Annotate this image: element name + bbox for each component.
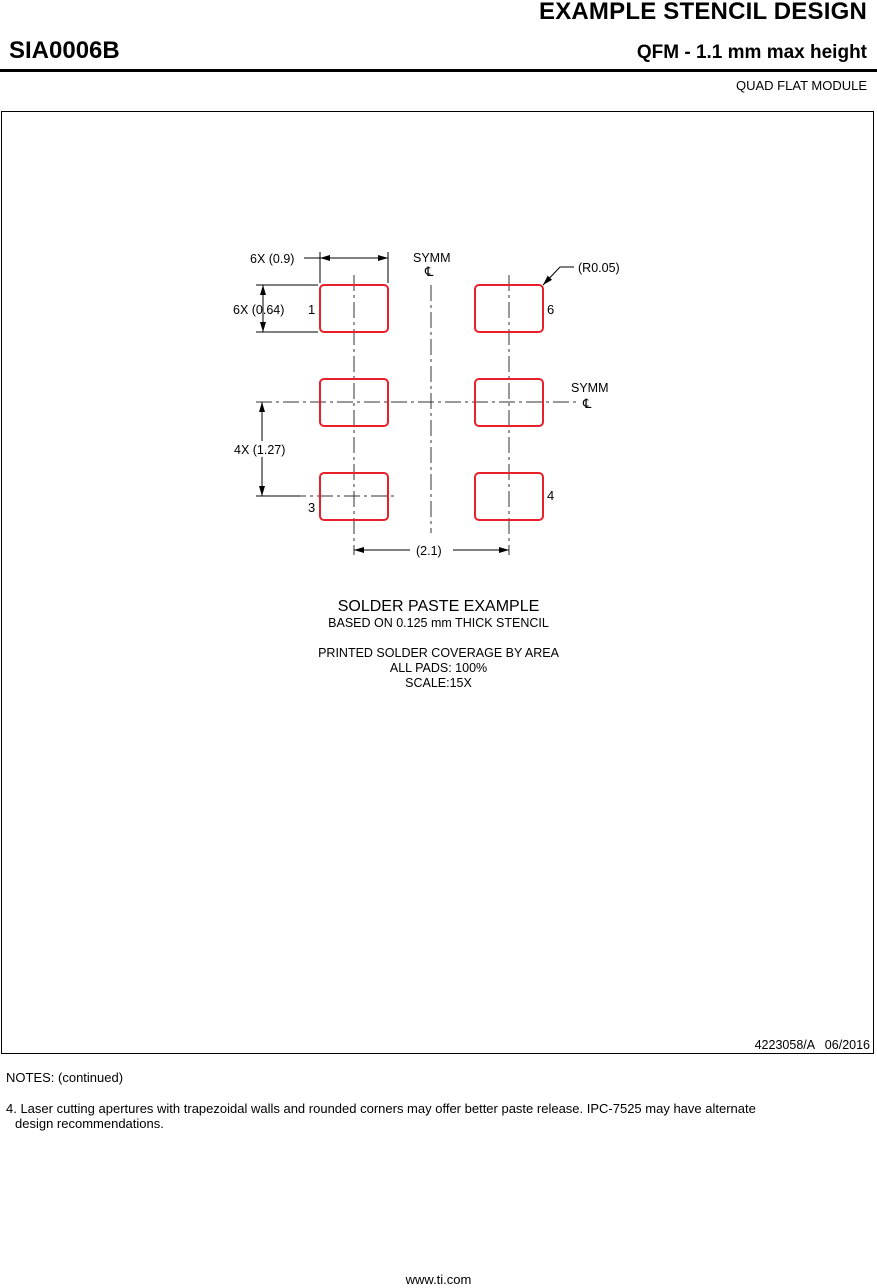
pad-4 <box>474 472 544 521</box>
symm-top-label: SYMM <box>413 251 451 265</box>
pin-4-label: 4 <box>547 488 554 503</box>
centerline-right-icon: ℄ <box>582 396 592 411</box>
note-4-line-2: design recommendations. <box>15 1116 164 1131</box>
part-number: SIA0006B <box>9 37 120 64</box>
caption-all-pads: ALL PADS: 100% <box>389 661 488 675</box>
header-rule <box>0 69 877 72</box>
pad-1 <box>319 284 389 333</box>
pad-height-label: 6X (0.64) <box>233 303 284 317</box>
pad-2 <box>319 378 389 427</box>
pitch-label-bg <box>232 441 294 457</box>
footer-url[interactable]: www.ti.com <box>405 1272 472 1287</box>
caption-title: SOLDER PASTE EXAMPLE <box>337 598 540 615</box>
pitch-label: 4X (1.27) <box>234 443 285 457</box>
centerlines <box>256 275 580 555</box>
pad-6 <box>474 284 544 333</box>
pad-width-label: 6X (0.9) <box>250 252 294 266</box>
note-4: 4. Laser cutting apertures with trapezoi… <box>6 1101 866 1131</box>
corner-radius-leader <box>542 266 574 286</box>
row-spacing-label: (2.1) <box>416 544 442 558</box>
pad-3 <box>319 472 389 521</box>
caption-stencil: BASED ON 0.125 mm THICK STENCIL <box>328 616 549 630</box>
pin-3-label: 3 <box>308 500 315 515</box>
document-number: 4223058/A 06/2016 <box>754 1038 870 1052</box>
pin-1-label: 1 <box>308 302 315 317</box>
pad-width-dimension <box>304 252 389 283</box>
caption-coverage: PRINTED SOLDER COVERAGE BY AREA <box>318 646 559 660</box>
package-type: QUAD FLAT MODULE <box>736 78 867 93</box>
pad-5 <box>474 378 544 427</box>
drawing-frame <box>1 111 874 1054</box>
centerline-top-icon: ℄ <box>424 264 434 279</box>
pin-6-label: 6 <box>547 302 554 317</box>
pads <box>319 284 544 521</box>
package-description: QFM - 1.1 mm max height <box>636 42 867 63</box>
pad-height-dimension <box>256 284 318 333</box>
symm-right-label: SYMM <box>571 381 609 395</box>
page-title: EXAMPLE STENCIL DESIGN <box>538 0 867 25</box>
caption-scale: SCALE:15X <box>405 676 472 690</box>
note-4-line-1: 4. Laser cutting apertures with trapezoi… <box>6 1101 756 1116</box>
notes-heading: NOTES: (continued) <box>6 1070 124 1085</box>
corner-radius-label: (R0.05) <box>578 261 620 275</box>
